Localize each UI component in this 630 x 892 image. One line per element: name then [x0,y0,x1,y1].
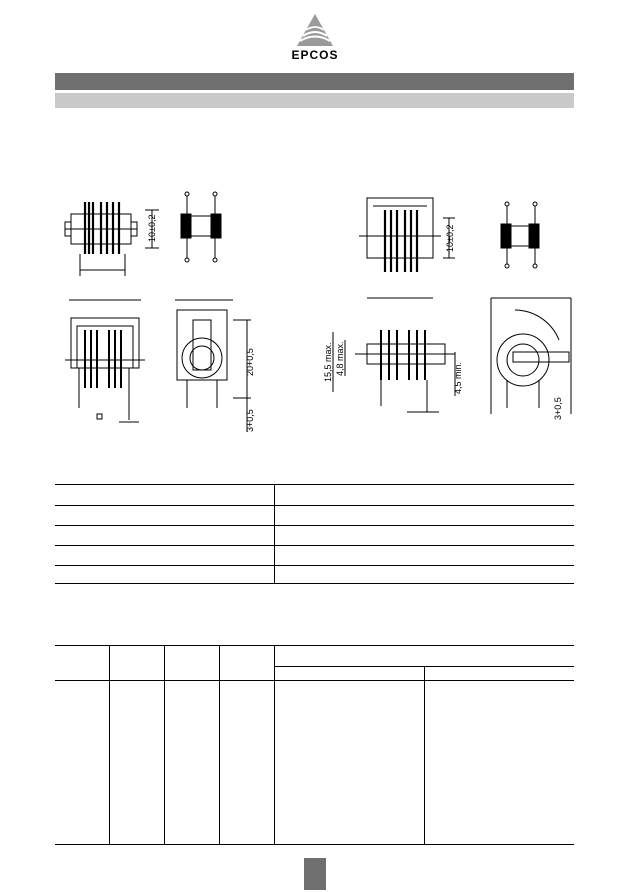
epcos-triangle-icon [297,14,333,46]
technical-drawings: 10±0,2 20+0,5 3+0,5 10±0,2 15,5 max. 4,8… [64,191,572,432]
dim-label-6: 4,8 max. [335,341,345,376]
dim-label-4: 10±0,2 [445,225,455,252]
header-bar-light [55,93,574,108]
dim-label-5: 15,5 max. [323,342,333,382]
epcos-logo: EPCOS [282,14,348,64]
ordering-table [55,645,574,845]
dim-label-3: 3+0,5 [245,409,255,432]
dim-label-2: 20+0,5 [245,348,255,376]
header-bar-dark [55,73,574,90]
dim-label-8: 3+0,5 [553,397,563,420]
spec-table [55,484,574,584]
dim-label-1: 10±0,2 [147,215,157,242]
logo-text: EPCOS [291,48,339,62]
dim-label-7: 4,5 min. [453,362,463,394]
page-number-badge [304,858,326,890]
